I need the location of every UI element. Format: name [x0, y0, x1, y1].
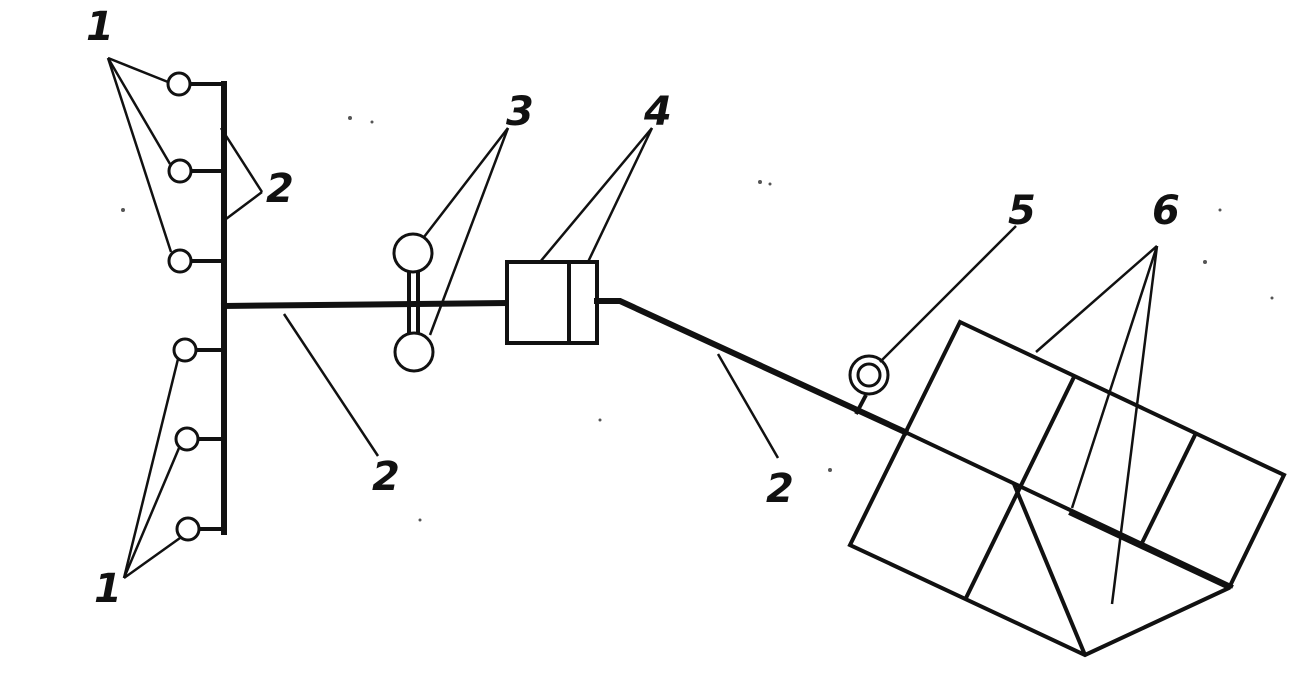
well-node — [167, 248, 193, 274]
label-well-group-top: 1 — [86, 4, 114, 50]
well-node — [167, 158, 193, 184]
label-pipeline-main-left: 2 — [372, 454, 400, 500]
main-pipeline-right — [594, 298, 909, 436]
well-node — [174, 426, 200, 452]
unit-block — [505, 260, 599, 345]
well-node — [175, 516, 201, 542]
tank-field — [847, 319, 1287, 658]
well-node — [172, 337, 198, 363]
label-pipeline-branch: 2 — [266, 166, 294, 212]
paper-specks — [121, 116, 1274, 522]
well-node — [166, 71, 192, 97]
leader-lines — [106, 56, 1159, 605]
pump — [848, 354, 890, 415]
label-pump: 5 — [1008, 188, 1036, 234]
label-separator: 3 — [506, 89, 534, 135]
wells — [166, 71, 201, 542]
label-tank-field: 6 — [1152, 188, 1180, 234]
well-stubs — [191, 82, 224, 531]
separator — [392, 232, 435, 373]
label-pipeline-main-right: 2 — [766, 466, 794, 512]
label-well-group-bottom: 1 — [94, 566, 122, 612]
label-unit-block: 4 — [643, 89, 672, 135]
main-pipeline-left — [220, 299, 509, 310]
